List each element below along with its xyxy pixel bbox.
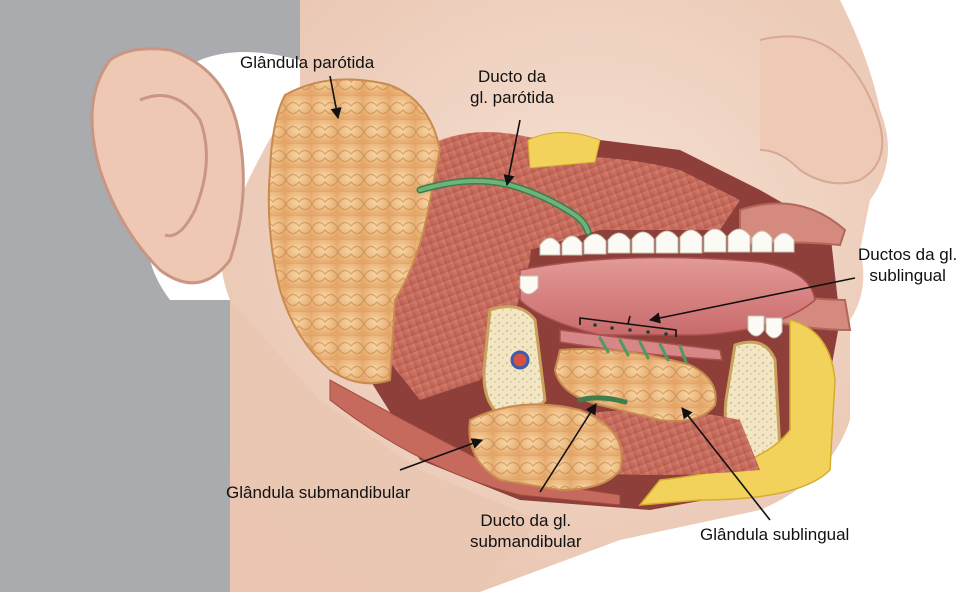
label-submandibular-duct-line1: Ducto da gl. — [470, 510, 582, 531]
label-parotid-gland: Glândula parótida — [240, 52, 374, 73]
label-sublingual-ducts: Ductos da gl. sublingual — [858, 244, 957, 286]
inferior-alveolar-bundle — [512, 352, 528, 368]
label-parotid-duct-line1: Ducto da — [470, 66, 554, 87]
label-submandibular-duct: Ducto da gl. submandibular — [470, 510, 582, 552]
label-parotid-gland-text: Glândula parótida — [240, 52, 374, 73]
label-parotid-duct-line2: gl. parótida — [470, 87, 554, 108]
label-sublingual-ducts-line1: Ductos da gl. — [858, 244, 957, 265]
label-sublingual-ducts-line2: sublingual — [858, 265, 957, 286]
buccal-fat — [528, 133, 600, 169]
label-sublingual-gland-text: Glândula sublingual — [700, 524, 849, 545]
label-submandibular-gland-text: Glândula submandibular — [226, 482, 410, 503]
label-submandibular-duct-line2: submandibular — [470, 531, 582, 552]
label-parotid-duct: Ducto da gl. parótida — [470, 66, 554, 108]
label-submandibular-gland: Glândula submandibular — [226, 482, 410, 503]
label-sublingual-gland: Glândula sublingual — [700, 524, 849, 545]
